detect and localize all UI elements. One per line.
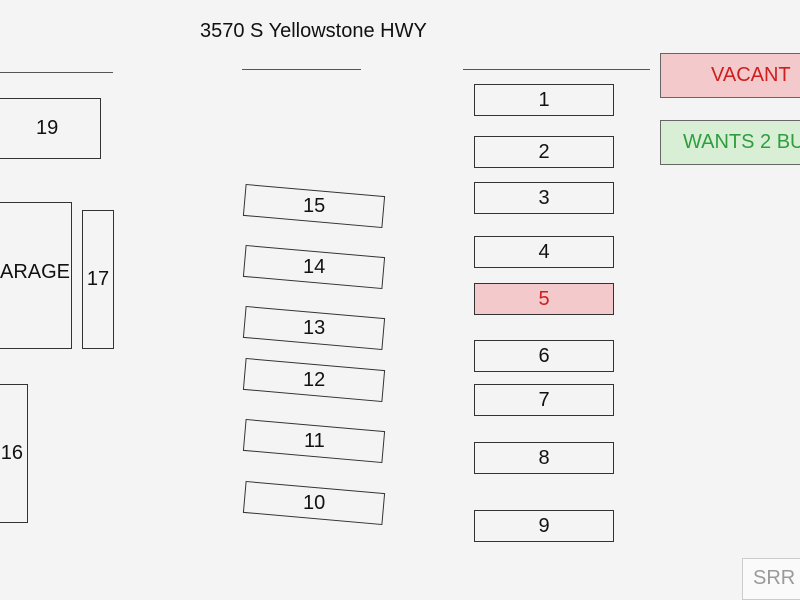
lot-3[interactable]: 3 [474, 182, 614, 214]
lot-number: 16 [0, 442, 23, 464]
legend-vacant-label: VACANT [711, 64, 791, 86]
lot-number: 8 [538, 446, 550, 469]
lot-19[interactable]: 19 [0, 98, 101, 159]
lot-number: 10 [302, 491, 326, 514]
lot-4[interactable]: 4 [474, 236, 614, 268]
lot-number: 12 [302, 368, 326, 391]
garage-label: ARAGE [0, 261, 71, 283]
road-line-right [463, 69, 650, 70]
lot-number: 3 [538, 186, 550, 209]
lot-13[interactable]: 13 [242, 305, 386, 351]
lot-number: 4 [538, 240, 550, 263]
lot-10[interactable]: 10 [242, 480, 386, 526]
lot-9[interactable]: 9 [474, 510, 614, 542]
lot-6[interactable]: 6 [474, 340, 614, 372]
lot-5[interactable]: 5 [474, 283, 614, 315]
road-line-left [0, 72, 113, 73]
map-title: 3570 S Yellowstone HWY [200, 20, 427, 42]
lot-number: 11 [303, 429, 325, 452]
legend-vacant: VACANT [660, 53, 800, 98]
lot-number: 7 [538, 388, 550, 411]
lot-number: 13 [302, 316, 326, 339]
lot-15[interactable]: 15 [242, 183, 386, 229]
lot-14[interactable]: 14 [242, 244, 386, 290]
lot-7[interactable]: 7 [474, 384, 614, 416]
watermark-logo: SRR [742, 558, 800, 600]
lot-number: 6 [538, 344, 550, 367]
legend-wants-label: WANTS 2 BU [683, 131, 800, 153]
lot-16[interactable]: 16 [0, 384, 28, 523]
lot-number: 15 [302, 194, 326, 217]
lot-number: 19 [36, 117, 59, 139]
road-line-middle [242, 69, 361, 70]
lot-number: 5 [538, 287, 550, 310]
lot-number: 2 [538, 140, 550, 163]
lot-11[interactable]: 11 [242, 418, 386, 464]
lot-number: 17 [86, 268, 110, 290]
lot-17[interactable]: 17 [82, 210, 114, 349]
lot-number: 9 [538, 514, 550, 537]
lot-8[interactable]: 8 [474, 442, 614, 474]
lot-2[interactable]: 2 [474, 136, 614, 168]
garage[interactable] [0, 202, 72, 349]
legend-wants-to-buy: WANTS 2 BU [660, 120, 800, 165]
lot-1[interactable]: 1 [474, 84, 614, 116]
lot-12[interactable]: 12 [242, 357, 386, 403]
lot-number: 14 [302, 255, 326, 278]
lot-number: 1 [538, 88, 550, 111]
